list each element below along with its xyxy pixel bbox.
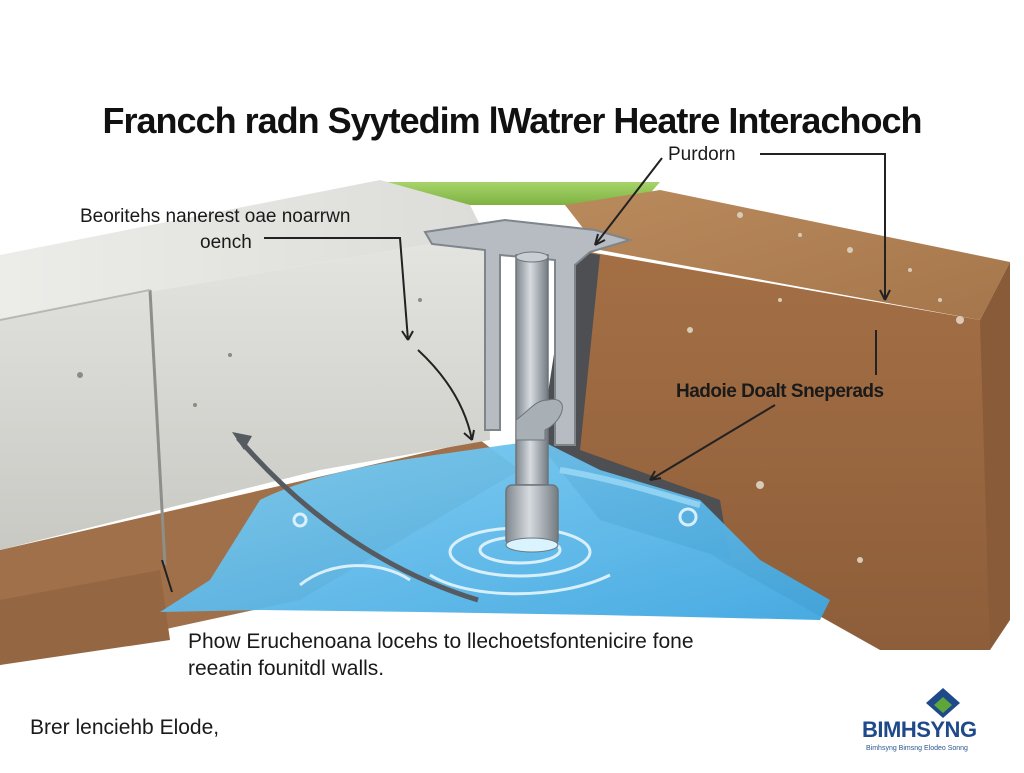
diamond-logo-icon bbox=[926, 688, 960, 718]
flow-arrow-icon bbox=[232, 432, 479, 603]
label-right-mid: Hadoie Doalt Sneperads bbox=[676, 381, 884, 402]
label-top-right: Purdorn bbox=[668, 144, 736, 165]
label-left-line2: oench bbox=[200, 232, 252, 253]
soil-top-face bbox=[565, 190, 1010, 320]
logo-name: BIMHSYNG bbox=[862, 717, 977, 742]
soil-front-face bbox=[560, 250, 1000, 650]
logo-tagline: Bimhsyng Bimsng Elodeo Sonng bbox=[866, 745, 968, 752]
pipe-icon bbox=[505, 251, 563, 553]
soil-side-face bbox=[980, 262, 1010, 650]
concrete-top-face bbox=[0, 180, 485, 320]
concrete-front-face bbox=[0, 235, 490, 550]
footer-left-text: Brer lenciehb Elode, bbox=[30, 716, 220, 739]
label-left-line1: Beoritehs nanerest oae noarrwn bbox=[80, 206, 351, 227]
caption-line1: Phow Eruchenoana locehs to llechoetsfont… bbox=[188, 630, 694, 653]
callout-lines bbox=[264, 153, 891, 481]
diagram-title: Franсch radn Syytedim lWatrer Heatre Int… bbox=[102, 100, 923, 141]
steel-bracket bbox=[423, 218, 634, 446]
soil-pebbles bbox=[687, 212, 964, 563]
caption-line2: reeatin founitdl walls. bbox=[188, 657, 385, 680]
